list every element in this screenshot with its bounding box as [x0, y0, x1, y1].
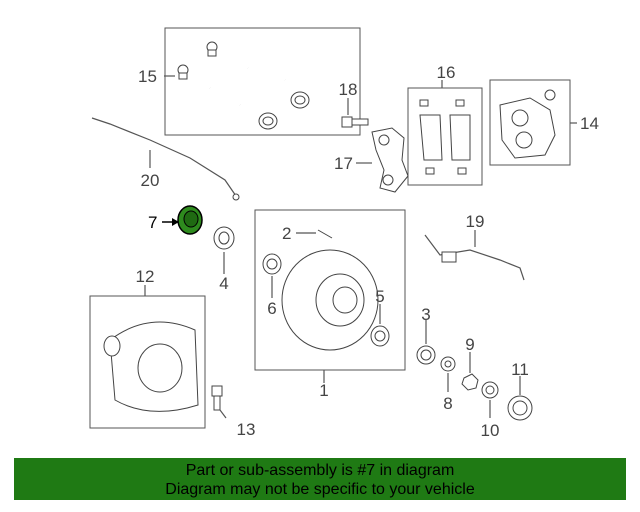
callout-7: 7	[148, 213, 157, 232]
part-13-drawing	[211, 385, 223, 411]
part-14-drawing	[499, 89, 556, 159]
part-3-drawing	[416, 345, 436, 365]
callout-9: 9	[465, 335, 474, 354]
callout-17: 17	[334, 154, 353, 173]
callout-14: 14	[580, 114, 599, 133]
callout-3: 3	[421, 305, 430, 324]
part-20-drawing	[91, 117, 237, 197]
part-16-drawing	[419, 99, 471, 175]
callout-16: 16	[437, 63, 456, 82]
footer-line-1: Part or sub-assembly is #7 in diagram	[185, 462, 455, 479]
callout-8: 8	[443, 394, 452, 413]
part-18-drawing	[341, 116, 369, 128]
part-7-seal	[177, 205, 203, 235]
part-10-drawing	[481, 381, 499, 399]
part-9-nut	[461, 373, 479, 391]
part-4-bearing	[213, 226, 235, 250]
part-20-connector	[232, 193, 240, 201]
callout-5: 5	[375, 287, 384, 306]
callout-6: 6	[267, 299, 276, 318]
callout-1: 1	[319, 381, 328, 400]
callout-4: 4	[219, 274, 228, 293]
part-5-drawing	[370, 325, 390, 347]
callout-15: 15	[138, 67, 157, 86]
footer-line-2: Diagram may not be specific to your vehi…	[165, 481, 475, 498]
callout-10: 10	[481, 421, 500, 440]
part-19-drawing	[424, 234, 525, 281]
part-2-stud	[317, 229, 333, 239]
part-12-shield	[103, 321, 199, 412]
box-16	[407, 87, 483, 186]
callout-18: 18	[339, 80, 358, 99]
part-15-drawing	[177, 41, 310, 130]
part-1-rotor	[281, 249, 379, 351]
callout-20: 20	[141, 171, 160, 190]
part-6-drawing	[262, 253, 282, 275]
part-11-cap	[507, 395, 533, 421]
callout-19: 19	[466, 212, 485, 231]
callout-11: 11	[511, 360, 529, 379]
callout-2: 2	[282, 224, 291, 243]
callout-13: 13	[237, 420, 256, 439]
callout-12: 12	[136, 267, 155, 286]
footer-banner: Part or sub-assembly is #7 in diagram Di…	[14, 458, 626, 500]
part-8-drawing	[440, 356, 456, 372]
